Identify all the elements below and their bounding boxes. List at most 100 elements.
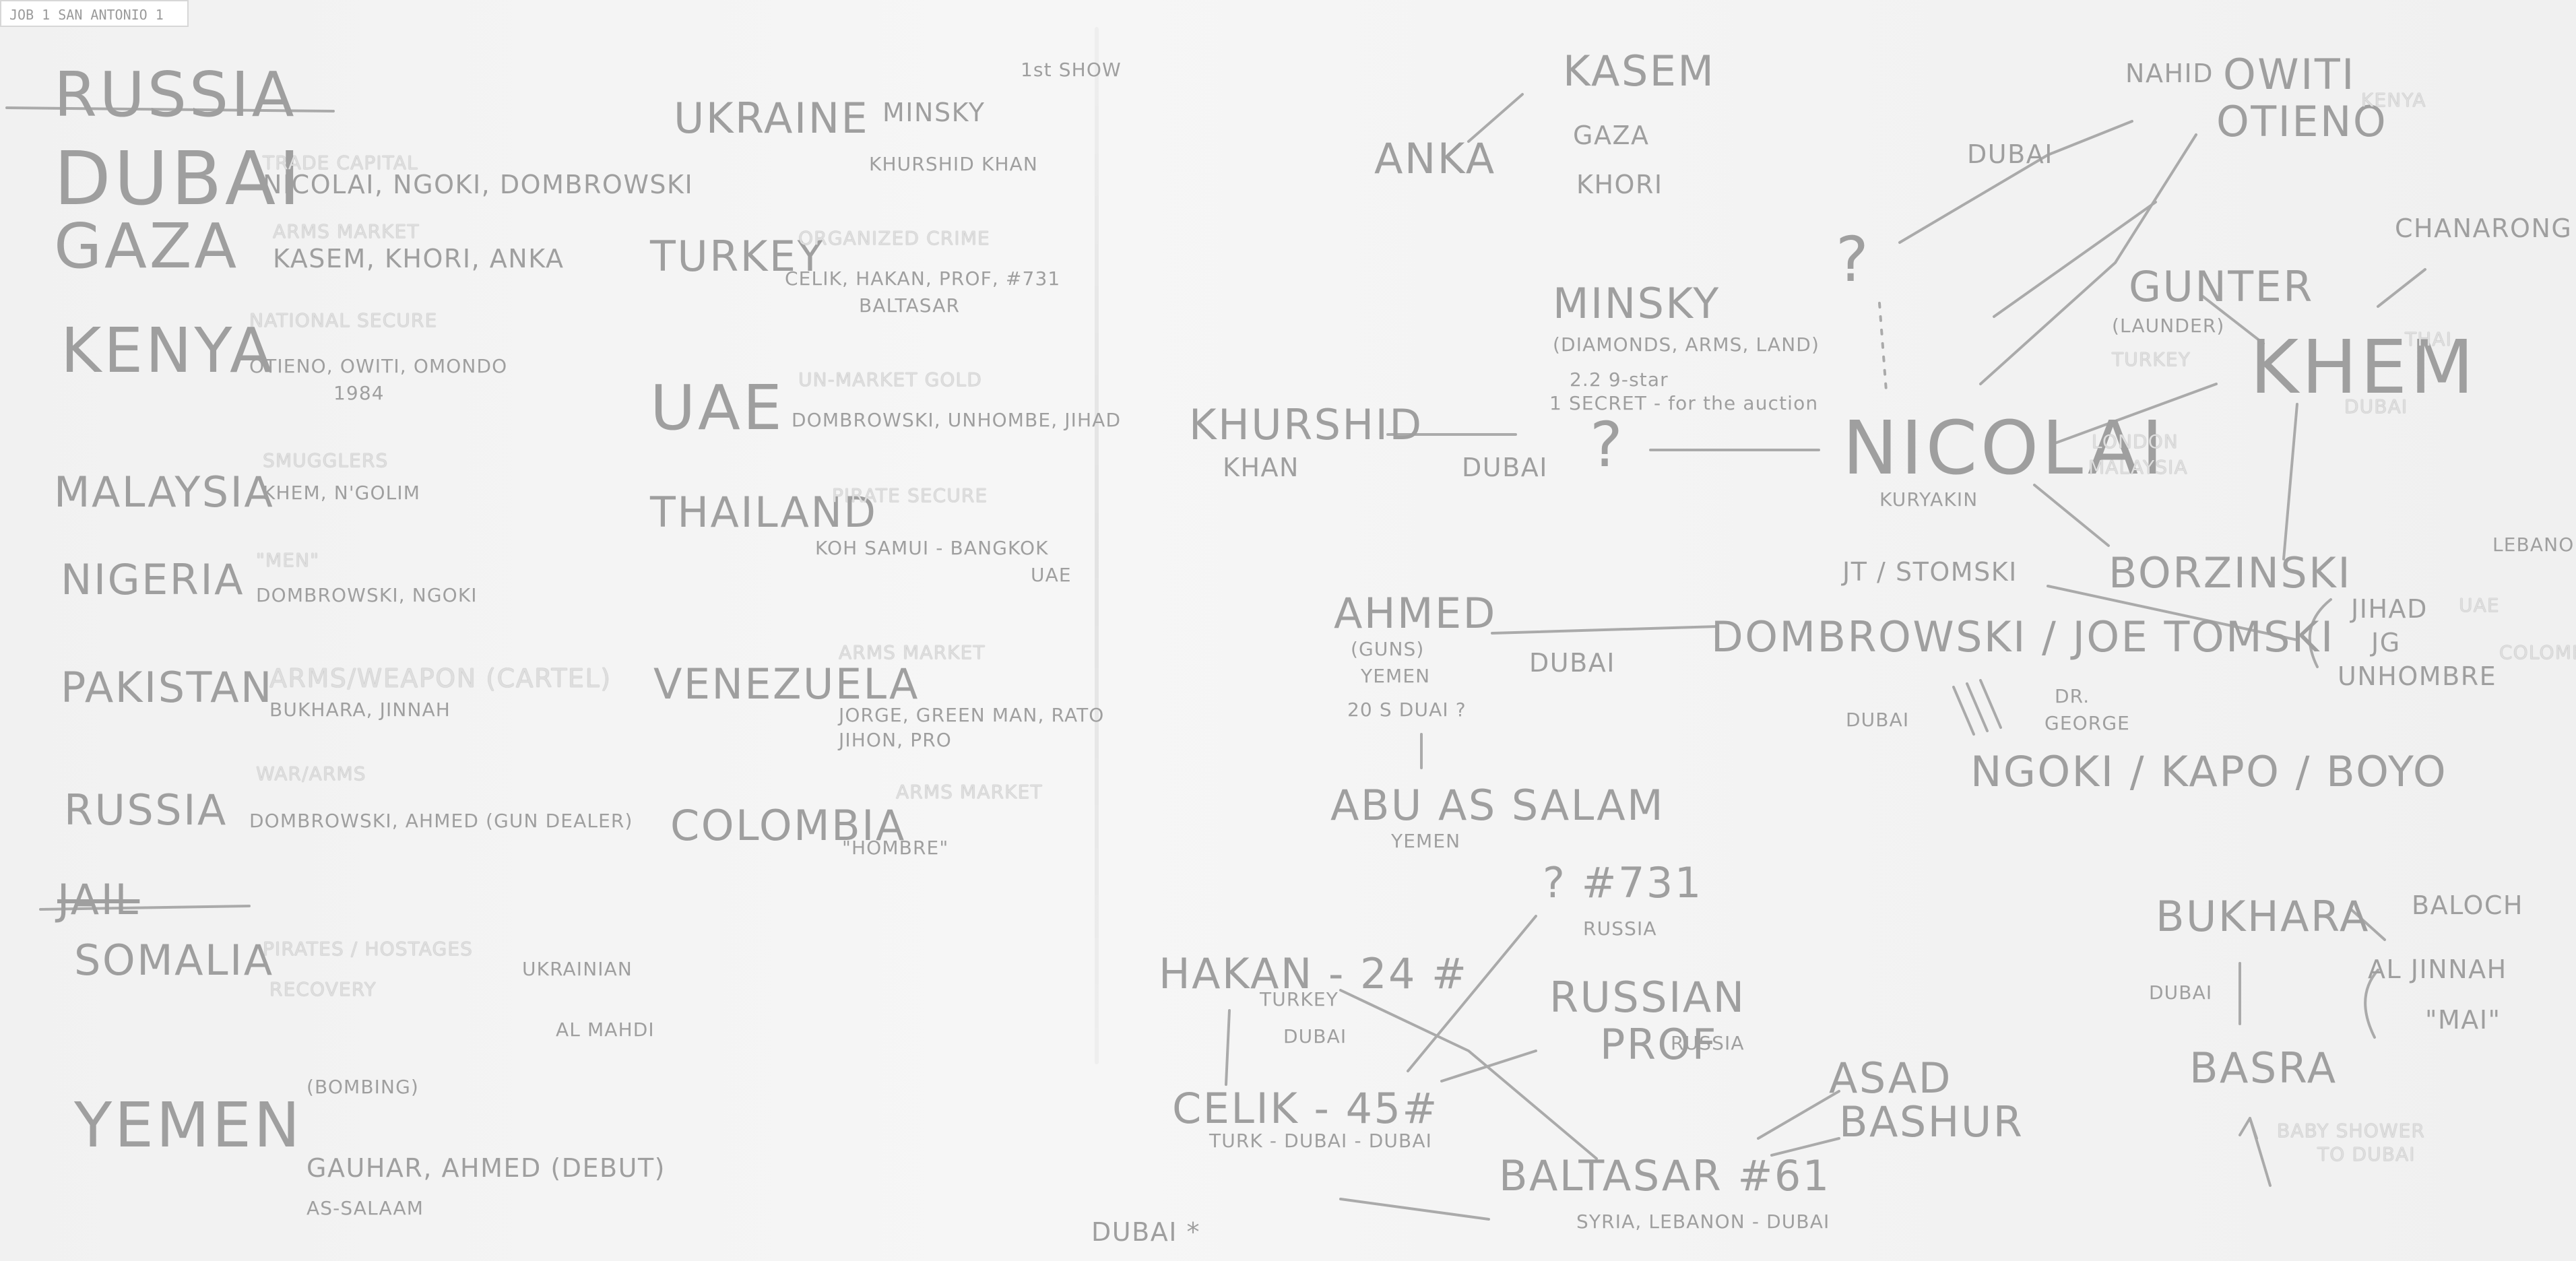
node-london: LONDON — [2092, 430, 2179, 453]
names-somalia: RECOVERY — [269, 978, 377, 1000]
country-pakistan: PAKISTAN — [61, 663, 273, 712]
line-anka-kasem — [1467, 93, 1524, 143]
note3-minsky: 1 SECRET - for the auction — [1549, 392, 1819, 414]
brace-jinnah — [2364, 969, 2379, 1039]
country-uae: UAE — [650, 372, 785, 444]
side-ukraine: 1st SHOW — [1021, 59, 1122, 81]
node-hakan: HAKAN - 24 # — [1159, 949, 1469, 998]
node-jinnah: AL JINNAH — [2368, 955, 2507, 984]
note-khem: THAI — [2405, 328, 2453, 350]
brace-jihad — [2308, 598, 2332, 668]
node-gaza: GAZA — [1573, 121, 1650, 150]
note2-khem: DUBAI — [2344, 395, 2408, 418]
node-dubai-q: 20 S DUAI ? — [1347, 699, 1467, 721]
names-nigeria: DOMBROWSKI, NGOKI — [256, 584, 478, 606]
note2-arrow: TO DUBAI — [2317, 1143, 2416, 1165]
node-kuryakin: KURYAKIN — [1879, 488, 1978, 511]
node-khori: KHORI — [1576, 170, 1663, 199]
arrow-note — [2239, 1117, 2272, 1187]
node-chanarong: CHANARONG — [2395, 214, 2573, 243]
country-russia: RUSSIA — [64, 785, 228, 835]
country-nigeria: NIGERIA — [61, 555, 245, 604]
node-otieno: OTIENO — [2216, 97, 2388, 146]
node-asad: ASAD — [1829, 1054, 1952, 1103]
node-yemen: YEMEN — [1361, 665, 1431, 687]
desc-turkey: ORGANIZED CRIME — [798, 227, 990, 249]
node-jg: JG — [2371, 628, 2401, 657]
node-gunter: GUNTER — [2129, 262, 2314, 311]
panel-divider — [1095, 27, 1099, 1064]
names-turkey: CELIK, HAKAN, PROF, #731 — [785, 267, 1061, 290]
line-baltasar-bashur — [1770, 1137, 1840, 1157]
desc-yemen: (BOMBING) — [307, 1076, 419, 1098]
underline-russia — [5, 106, 335, 112]
strike-jail — [39, 905, 251, 911]
node-dubai-2: DUBAI — [1462, 453, 1548, 482]
line-dubai-note — [1993, 201, 2157, 318]
extra-yemen: AS-SALAAM — [307, 1197, 424, 1219]
country-yemen: YEMEN — [74, 1089, 303, 1161]
node-question-2: ? — [1590, 409, 1625, 481]
extra-venezuela: JIHON, PRO — [839, 729, 952, 751]
names-russia: DOMBROWSKI, AHMED (GUN DEALER) — [249, 810, 633, 832]
desc-ukraine: KHURSHID KHAN — [869, 153, 1038, 175]
node-guns: (GUNS) — [1351, 638, 1425, 660]
node-turkey2: TURKEY — [1260, 988, 1339, 1010]
names-malaysia: KHEM, N'GOLIM — [263, 482, 421, 504]
node-malaysia: MALAYSIA — [2088, 456, 2188, 478]
line-baltasar-asad — [1757, 1090, 1840, 1140]
node-dubai-bottom: DUBAI * — [1091, 1217, 1201, 1247]
node-russia3: RUSSIA — [1671, 1032, 1745, 1054]
node-yemen2: YEMEN — [1391, 830, 1461, 852]
node-celik: CELIK - 45# — [1172, 1084, 1439, 1133]
node-dombrowski: DOMBROWSKI / JOE TOMSKI — [1711, 612, 2335, 661]
line-ahmed-dombrowski — [1491, 625, 1719, 635]
node-kenya: KENYA — [2361, 89, 2426, 111]
names-kenya: OTIENO, OWITI, OMONDO — [249, 355, 508, 377]
node-borzinski: BORZINSKI — [2108, 548, 2352, 597]
node-baltasar: BALTASAR #61 — [1499, 1151, 1831, 1200]
node-nahid: NAHID — [2125, 59, 2214, 88]
line-bottom — [1339, 1198, 1490, 1221]
node-crossed: LEBANON — [2492, 534, 2576, 556]
node-dubai-5: DUBAI — [2149, 981, 2213, 1004]
node-russia2: RUSSIA — [1583, 917, 1657, 940]
country-venezuela: VENEZUELA — [653, 659, 920, 709]
node-george: GEORGE — [2044, 712, 2130, 734]
country-dubai: DUBAI — [54, 135, 304, 222]
names-dubai: NICOLAI, NGOKI, DOMBROWSKI — [263, 170, 694, 199]
node-uae-right: UAE — [2459, 594, 2500, 616]
desc-pakistan: ARMS/WEAPON (CARTEL) — [269, 664, 612, 693]
country-somalia: SOMALIA — [74, 936, 274, 985]
country-kenya: KENYA — [61, 315, 275, 387]
line-q-nahid — [1898, 120, 2133, 244]
node-khan: KHAN — [1223, 453, 1299, 482]
desc-russia: WAR/ARMS — [256, 763, 366, 785]
note-minsky: (DIAMONDS, ARMS, LAND) — [1553, 333, 1820, 356]
node-khem: KHEM — [2250, 324, 2477, 410]
names-pakistan: BUKHARA, JINNAH — [269, 699, 451, 721]
desc-dubai: TRADE CAPITAL — [263, 152, 418, 174]
line-nicolai-khem — [2050, 383, 2218, 446]
node-dubai-4: DUBAI — [1283, 1025, 1347, 1047]
node-minsky: MINSKY — [1553, 279, 1720, 328]
header-russia: RUSSIA — [54, 59, 297, 131]
node-anka: ANKA — [1374, 134, 1496, 183]
line-hakan-celik — [1225, 1009, 1231, 1086]
line-cross — [1407, 915, 1537, 1072]
note2-gunter: TURKEY — [2112, 348, 2191, 370]
node-baloch: BALOCH — [2412, 891, 2524, 920]
extra-thailand: UAE — [1031, 564, 1072, 586]
line-hakan-baltasar — [1339, 989, 1598, 1160]
names-uae: DOMBROWSKI, UNHOMBE, JIHAD — [792, 409, 1122, 431]
line-dombrowski-jihad — [2047, 585, 2298, 641]
node-owiti: OWITI — [2223, 50, 2356, 99]
node-jihad: JIHAD — [2351, 594, 2428, 624]
note-arrow: BABY SHOWER — [2277, 1120, 2426, 1142]
names-ukraine: MINSKY — [882, 98, 986, 127]
line-bukhara-baloch — [2350, 908, 2386, 941]
extra2-somalia: AL MAHDI — [556, 1019, 655, 1041]
node-prof: PROF — [1600, 1020, 1718, 1069]
node-bukhara: BUKHARA — [2156, 892, 2370, 941]
